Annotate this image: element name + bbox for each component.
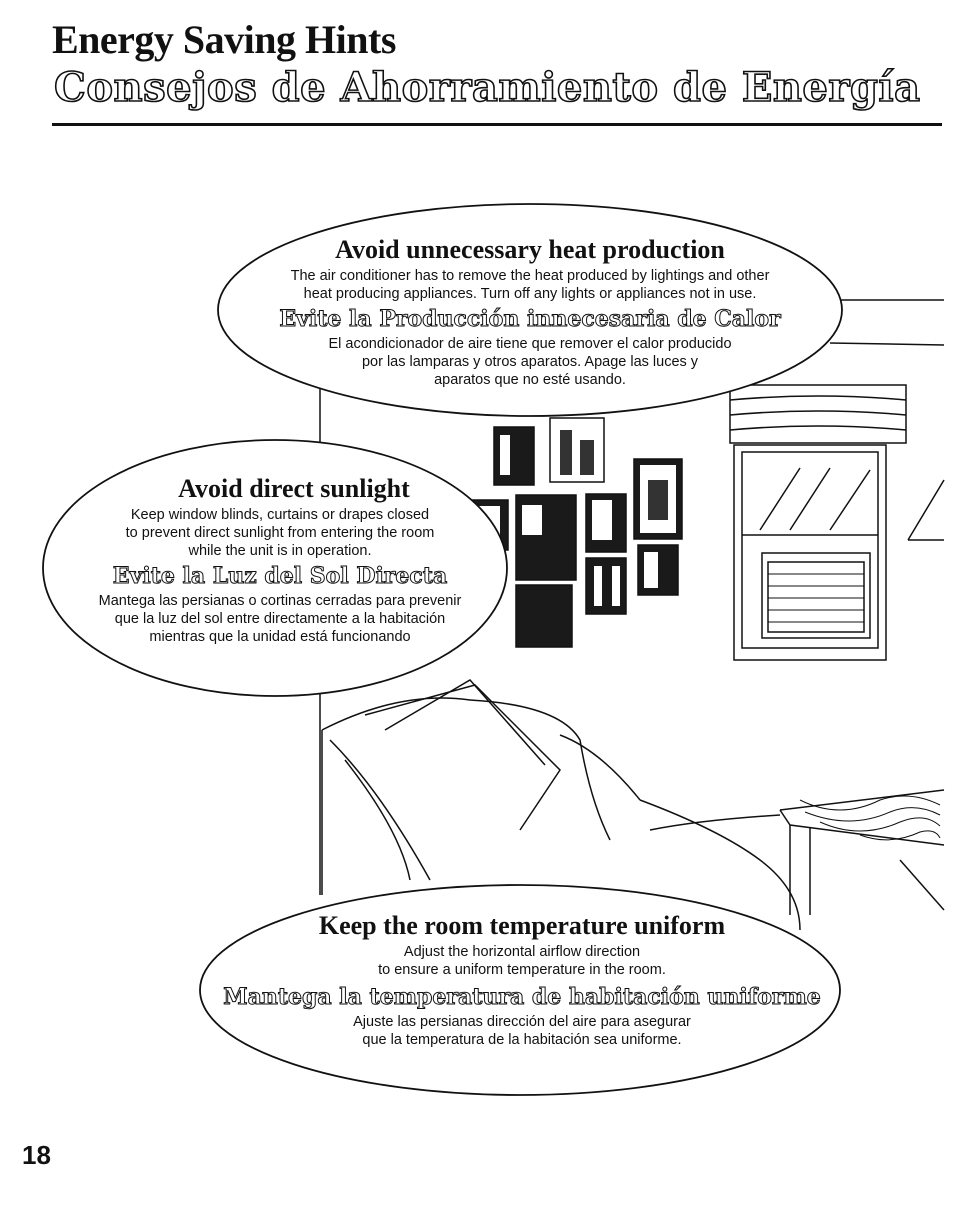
hint-heading-en: Keep the room temperature uniform bbox=[318, 911, 726, 940]
hint-heading-en: Avoid direct sunlight bbox=[178, 474, 410, 503]
hint-body-es-line: Mantega las persianas o cortinas cerrada… bbox=[98, 593, 462, 610]
hint-body-es-line: que la luz del sol entre directamente a … bbox=[114, 611, 446, 628]
hint-sunlight: Avoid direct sunlight Keep window blinds… bbox=[70, 475, 490, 646]
hint-heading-en: Avoid unnecessary heat production bbox=[335, 235, 725, 264]
title-rule bbox=[52, 123, 942, 126]
hint-body-en-line: Keep window blinds, curtains or drapes c… bbox=[130, 507, 430, 524]
hint-body-es-line: El acondicionador de aire tiene que remo… bbox=[328, 336, 732, 353]
hint-body-en-line: while the unit is in operation. bbox=[188, 543, 372, 560]
hint-body-es-line: por las lamparas y otros aparatos. Apage… bbox=[361, 354, 699, 371]
hint-body-en-line: to prevent direct sunlight from entering… bbox=[125, 525, 435, 542]
hint-body-en-line: to ensure a uniform temperature in the r… bbox=[378, 962, 666, 979]
page-number: 18 bbox=[22, 1140, 51, 1170]
page-title-spanish: Consejos de Ahorramiento de Energía bbox=[53, 63, 921, 112]
page-title: Energy Saving Hints bbox=[52, 17, 396, 62]
hint-heading-es: Evite la Luz del Sol Directa bbox=[112, 563, 448, 590]
hint-heat: Avoid unnecessary heat production The ai… bbox=[240, 236, 820, 389]
hint-body-es-line: aparatos que no esté usando. bbox=[434, 372, 626, 389]
hint-uniform: Keep the room temperature uniform Adjust… bbox=[212, 912, 832, 1049]
hint-body-en-line: Adjust the horizontal airflow direction bbox=[403, 944, 641, 961]
hint-body-en-line: heat producing appliances. Turn off any … bbox=[303, 286, 757, 303]
hint-heading-es: Evite la Producción innecesaria de Calor bbox=[279, 306, 781, 333]
hint-body-en-line: The air conditioner has to remove the he… bbox=[290, 268, 770, 285]
hint-body-es-line: Ajuste las persianas dirección del aire … bbox=[353, 1014, 691, 1031]
hint-body-es-line: que la temperatura de la habitación sea … bbox=[362, 1032, 682, 1049]
hint-heading-es: Mantega la temperatura de habitación uni… bbox=[223, 984, 822, 1011]
hint-body-es-line: mientras que la unidad está funcionando bbox=[149, 629, 411, 646]
